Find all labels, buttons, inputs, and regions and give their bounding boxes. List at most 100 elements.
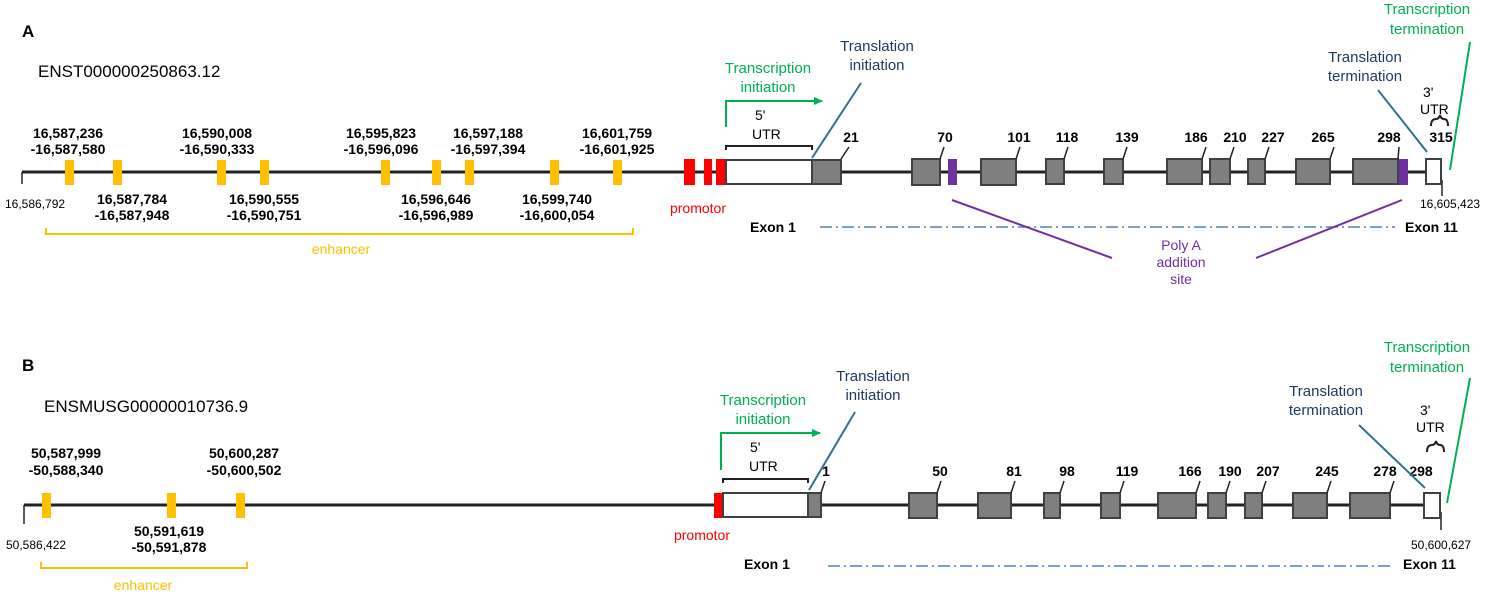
exon-first-label: Exon 1	[750, 219, 796, 235]
exon-number: 227	[1261, 129, 1285, 145]
enhancer-coord-start: 16,597,188	[453, 125, 523, 141]
enhancer-label: enhancer	[114, 577, 173, 593]
exon-box	[811, 159, 842, 185]
exon-tick	[1326, 480, 1332, 494]
transcription-termination-label: Transcription	[1384, 339, 1470, 356]
enhancer-bracket	[40, 562, 248, 569]
promotor-marks	[684, 159, 725, 185]
exon-number: 265	[1311, 129, 1335, 145]
translation-termination-callout	[1377, 89, 1428, 153]
promotor-mark	[716, 159, 725, 185]
utr5-label: 5'	[755, 107, 765, 123]
exon-number: 278	[1373, 463, 1397, 479]
enhancer-mark	[42, 493, 51, 518]
transcription-initiation-arrow	[725, 97, 823, 127]
transcription-initiation-arrow	[720, 429, 821, 470]
panel-b-exons	[807, 492, 1441, 519]
utr3-label: 3'	[1423, 84, 1433, 100]
enhancer-bracket	[45, 228, 634, 235]
transcription-termination-callout	[1446, 377, 1471, 504]
enhancer-coord-end: -16,587,580	[31, 141, 106, 157]
exon-number: 118	[1056, 129, 1079, 145]
utr5-bracket	[725, 145, 813, 150]
enhancer-coord-end: -16,597,394	[451, 141, 526, 157]
exon-box	[1292, 492, 1328, 519]
panel-a-enhancer-marks	[65, 160, 622, 185]
translation-termination-label: Translation	[1328, 49, 1402, 66]
exon-number: 139	[1115, 129, 1139, 145]
enhancer-coord-start: 16,590,008	[182, 125, 252, 141]
promotor-mark	[714, 493, 723, 518]
utr3-box	[1425, 158, 1442, 185]
exon-number: 21	[843, 129, 859, 145]
exon-box	[911, 158, 941, 186]
exon-number: 50	[932, 463, 948, 479]
exon-box	[908, 492, 938, 519]
exon-number: 70	[937, 129, 953, 145]
enhancer-coord-end: -16,596,096	[344, 141, 419, 157]
panel-b-gene-id: ENSMUSG00000010736.9	[44, 397, 248, 416]
exon-box	[1103, 158, 1124, 185]
exon-number: 315	[1429, 129, 1453, 145]
panel-b-letter: B	[22, 356, 34, 375]
promotor-label: promotor	[670, 200, 726, 216]
utr5-box	[722, 492, 809, 518]
exon-box	[980, 158, 1017, 186]
exon-tick	[1119, 480, 1125, 494]
exon-tick	[1122, 146, 1128, 160]
translation-initiation-label: initiation	[845, 387, 900, 404]
enhancer-mark	[260, 160, 269, 185]
enhancer-coord-start: 50,591,619	[134, 523, 204, 539]
panel-b-end-coordinate: 50,600,627	[1411, 538, 1471, 552]
translation-termination-label: termination	[1328, 68, 1402, 85]
exon-box	[807, 492, 822, 518]
enhancer-mark	[550, 160, 559, 185]
exon-box	[1157, 492, 1197, 519]
enhancer-coord-start: 16,595,823	[346, 125, 416, 141]
exon-number: 298	[1409, 463, 1433, 479]
exon-first-label: Exon 1	[744, 556, 790, 572]
utr3-label: 3'	[1420, 402, 1430, 418]
translation-initiation-label: Translation	[836, 368, 910, 385]
enhancer-mark	[217, 160, 226, 185]
exon-box	[1043, 492, 1061, 519]
enhancer-coord-start: 16,599,740	[522, 191, 592, 207]
exon-number: 210	[1223, 129, 1247, 145]
exon-tick	[1010, 480, 1016, 494]
enhancer-coord-start: 50,600,287	[209, 445, 279, 461]
translation-termination-callout	[1358, 424, 1426, 489]
transcription-termination-callout	[1449, 41, 1471, 171]
enhancer-mark	[65, 160, 74, 185]
enhancer-coord-start: 16,590,555	[229, 191, 299, 207]
exon-number: 245	[1315, 463, 1339, 479]
exon-box	[1207, 492, 1227, 519]
promotor-mark	[704, 159, 712, 185]
polyA-label: Poly A	[1161, 237, 1201, 253]
exon-number: 101	[1007, 129, 1031, 145]
utr5-box	[725, 159, 813, 185]
transcription-initiation-label: Transcription	[720, 392, 806, 409]
polyA-label: site	[1170, 271, 1192, 287]
enhancer-coord-start: 50,587,999	[31, 445, 101, 461]
enhancer-coord-end: -50,600,502	[207, 462, 282, 478]
utr5-bracket	[722, 478, 809, 483]
panel-a-start-coordinate: 16,586,792	[5, 197, 65, 211]
transcription-initiation-label: initiation	[735, 411, 790, 428]
exon-last-label: Exon 11	[1403, 556, 1456, 572]
transcription-termination-label: termination	[1390, 359, 1464, 376]
exon-box	[1045, 158, 1065, 185]
enhancer-coord-end: -16,590,333	[180, 141, 255, 157]
exon-tick	[1229, 146, 1235, 160]
enhancer-coord-start: 16,587,784	[97, 191, 167, 207]
panel-a-letter: A	[22, 22, 34, 41]
exon-number: 207	[1256, 463, 1280, 479]
panel-a-end-coordinate: 16,605,423	[1420, 197, 1480, 211]
utr5-label: UTR	[749, 458, 778, 474]
exon-tick	[1397, 146, 1400, 160]
translation-termination-label: termination	[1289, 402, 1363, 419]
enhancer-label: enhancer	[312, 241, 371, 257]
utr3-label: UTR	[1420, 101, 1449, 117]
enhancer-coord-end: -16,590,751	[227, 207, 302, 223]
